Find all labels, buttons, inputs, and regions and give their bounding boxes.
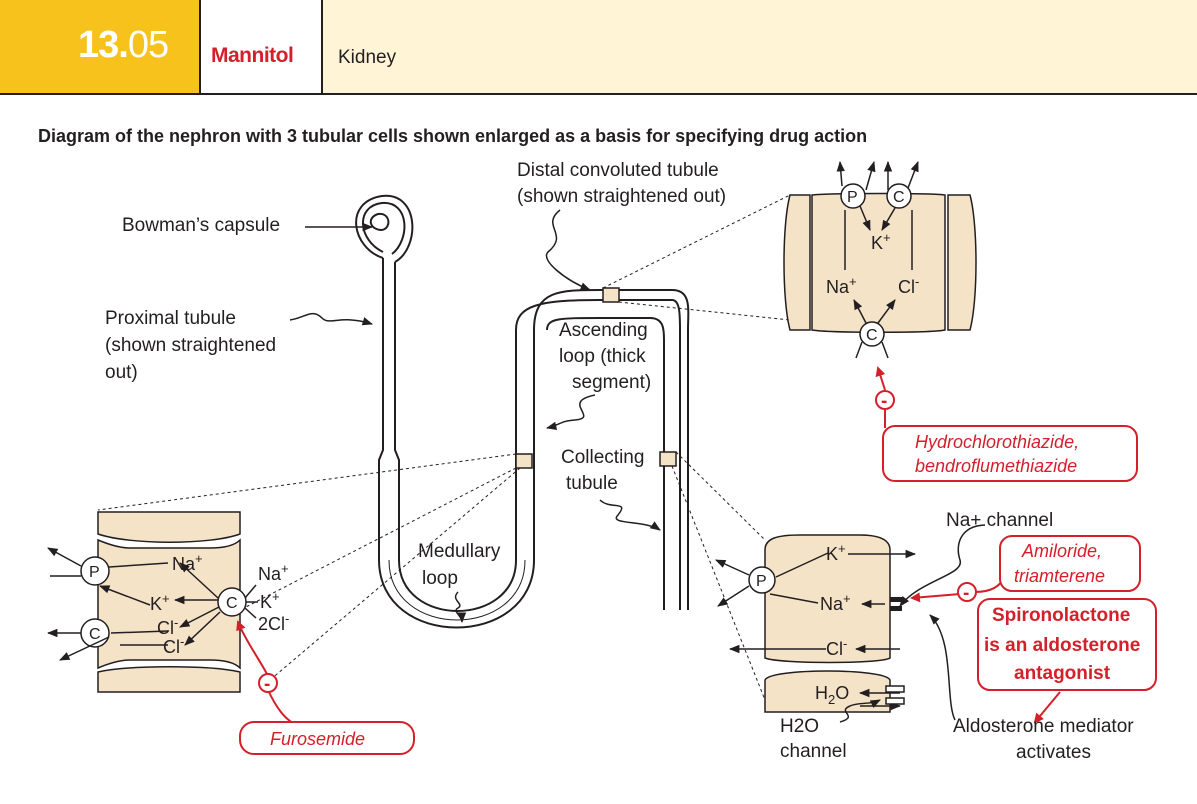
section-major: 13. [78, 24, 129, 66]
collecting-label-1: Collecting [561, 447, 644, 468]
drug-title: Mannitol [211, 44, 294, 67]
ascending-loop-cell [97, 511, 241, 693]
spironolactone-label-3: antagonist [1014, 663, 1111, 684]
nephron-tube [355, 194, 690, 629]
collecting-sample-marker [659, 451, 677, 467]
pump-left [80, 556, 110, 586]
thiazide-box [882, 425, 1138, 482]
ion-na-left: Na+ [172, 551, 203, 574]
ascending-label-2: loop (thick [559, 346, 646, 367]
ion-k-lumen: K+ [260, 589, 280, 612]
header-divider [0, 93, 1197, 95]
spironolactone-box [977, 598, 1157, 691]
h2o-channel-label-1: H2O [780, 716, 819, 737]
ion-na-top: Na+ [826, 274, 857, 297]
ion-cl-bottom: Cl- [826, 636, 847, 659]
diagram-heading: Diagram of the nephron with 3 tubular ce… [38, 126, 868, 146]
furosemide-minus: - [264, 674, 270, 695]
ion-cl-left-2: Cl- [163, 634, 184, 657]
section-number: 13.05 [0, 0, 199, 93]
flow-arrows [46, 160, 986, 723]
ion-k-left: K+ [150, 591, 170, 614]
spironolactone-label-2: is an aldosterone [984, 635, 1140, 656]
aldosterone-label-2: activates [1016, 742, 1091, 763]
drug-minus-markers [258, 390, 977, 693]
h2o-channel-label-2: channel [780, 741, 847, 762]
distal-label-1: Distal convoluted tubule [517, 160, 719, 181]
thiazide-label-1: Hydrochlorothiazide, [915, 432, 1079, 452]
channel-top-label: C [893, 189, 905, 206]
channel-top [886, 183, 912, 209]
ion-k-top: K+ [871, 230, 891, 253]
membrane-channels [890, 597, 902, 611]
thiazide-minus: - [881, 391, 887, 412]
amiloride-label-2: triamterene [1014, 566, 1105, 586]
distal-label-2: (shown straightened out) [517, 186, 726, 207]
distal-sample-marker [602, 287, 620, 303]
channel-left-label: C [89, 626, 101, 643]
pump-top-label: P [847, 189, 858, 206]
cotransporter-top-label: C [866, 327, 878, 344]
drug-title-box: Mannitol [199, 0, 323, 93]
ion-k-bottom: K+ [826, 541, 846, 564]
na-channel-label: Na+ channel [946, 510, 1053, 531]
water-channels [885, 685, 905, 705]
ascending-label-3: segment) [572, 372, 651, 393]
aldosterone-label-1: Aldosterone mediator [953, 716, 1134, 737]
cotransporter-left-label: C [226, 595, 238, 612]
distal-tubule-cell [783, 192, 977, 333]
ion-na-bottom: Na+ [820, 591, 851, 614]
amiloride-label-1: Amiloride, [1021, 541, 1102, 561]
pump-bottom-label: P [756, 573, 767, 590]
proximal-label-3: out) [105, 362, 138, 383]
ion-cl-left-1: Cl- [157, 615, 178, 638]
cotransporter-top [859, 321, 885, 347]
amiloride-box [999, 535, 1141, 592]
ion-na-lumen: Na+ [258, 561, 289, 584]
section-minor: 05 [127, 24, 169, 66]
pump-left-label: P [89, 564, 100, 581]
amiloride-minus: - [963, 583, 969, 604]
ion-cl-top: Cl- [898, 274, 919, 297]
ascending-sample-marker [515, 453, 533, 469]
furosemide-label: Furosemide [270, 729, 365, 749]
spironolactone-label-1: Spironolactone [992, 605, 1130, 626]
medullary-label-1: Medullary [418, 541, 501, 562]
furosemide-box [239, 721, 415, 755]
ascending-label-1: Ascending [559, 320, 648, 341]
thiazide-label-2: bendroflumethiazide [915, 456, 1077, 476]
ion-2cl-lumen: 2Cl- [258, 611, 289, 634]
medullary-label-2: loop [422, 568, 458, 589]
drug-inhibition-arrows [238, 368, 1061, 727]
transporter-circles [80, 183, 912, 648]
projection-lines [97, 194, 791, 701]
proximal-label-2: (shown straightened [105, 335, 276, 356]
bowman-label: Bowman’s capsule [122, 215, 280, 236]
pump-bottom [748, 566, 776, 594]
collecting-label-2: tubule [566, 473, 618, 494]
proximal-label-1: Proximal tubule [105, 308, 236, 329]
pump-top [840, 183, 866, 209]
ion-h2o-bottom: H2O [815, 683, 849, 707]
organ-title: Kidney [338, 47, 397, 68]
